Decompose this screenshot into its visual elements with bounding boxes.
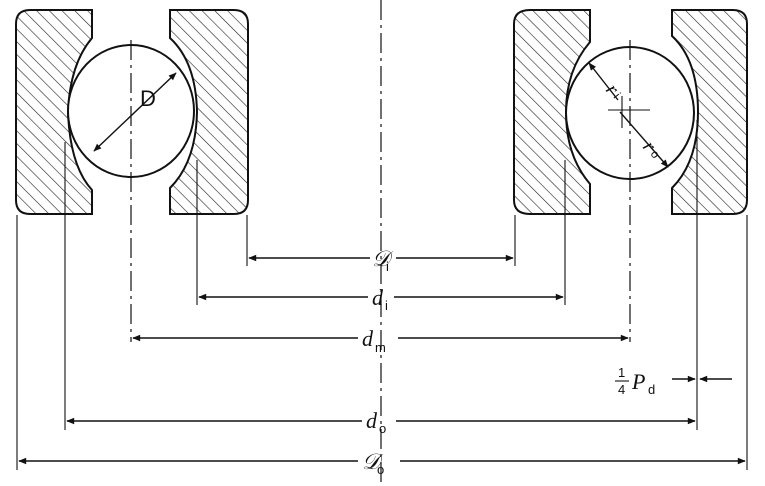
left-bearing-section [15,9,249,215]
clearance-denominator: 4 [618,382,625,397]
clearance-sub: d [648,382,655,397]
dim-outer-ball-diameter: d o [66,408,696,436]
left-outer-ring [15,9,93,215]
clearance-numerator: 1 [618,365,625,380]
right-outer-ring [671,9,748,215]
dim-quarter-diametral-clearance: 1 4 P d [615,365,732,397]
ri-arrow [588,62,619,101]
right-inner-ring [513,9,591,215]
inner-race-dia-sub: i [386,259,389,274]
dim-inner-ball-diameter: d i [198,285,564,313]
pitch-dia-label: d [362,326,374,351]
inner-ball-dia-label: d [372,285,384,310]
ri-sub-label: i [611,90,624,101]
outer-ball-dia-label: d [366,408,378,433]
inner-ball-dia-sub: i [385,298,388,313]
ball-diameter-arrow [93,72,177,152]
dim-inner-race-diameter: 𝒟 i [248,246,514,274]
inner-race-dia-label: 𝒟 [372,246,394,271]
outer-ball-dia-sub: o [379,421,386,436]
extension-lines [16,120,748,470]
outer-race-dia-sub: o [377,462,384,477]
clearance-symbol: P [631,369,645,394]
dim-outer-race-diameter: 𝒟 o [18,449,746,477]
left-inner-ring [169,9,249,215]
ball-diameter-label: D [140,86,156,111]
pitch-dia-sub: m [375,340,386,355]
outer-race-dia-label: 𝒟 [362,449,384,474]
ro-arrow [619,111,669,168]
svg-text:i: i [611,90,624,101]
dim-pitch-diameter: d m [132,326,629,355]
